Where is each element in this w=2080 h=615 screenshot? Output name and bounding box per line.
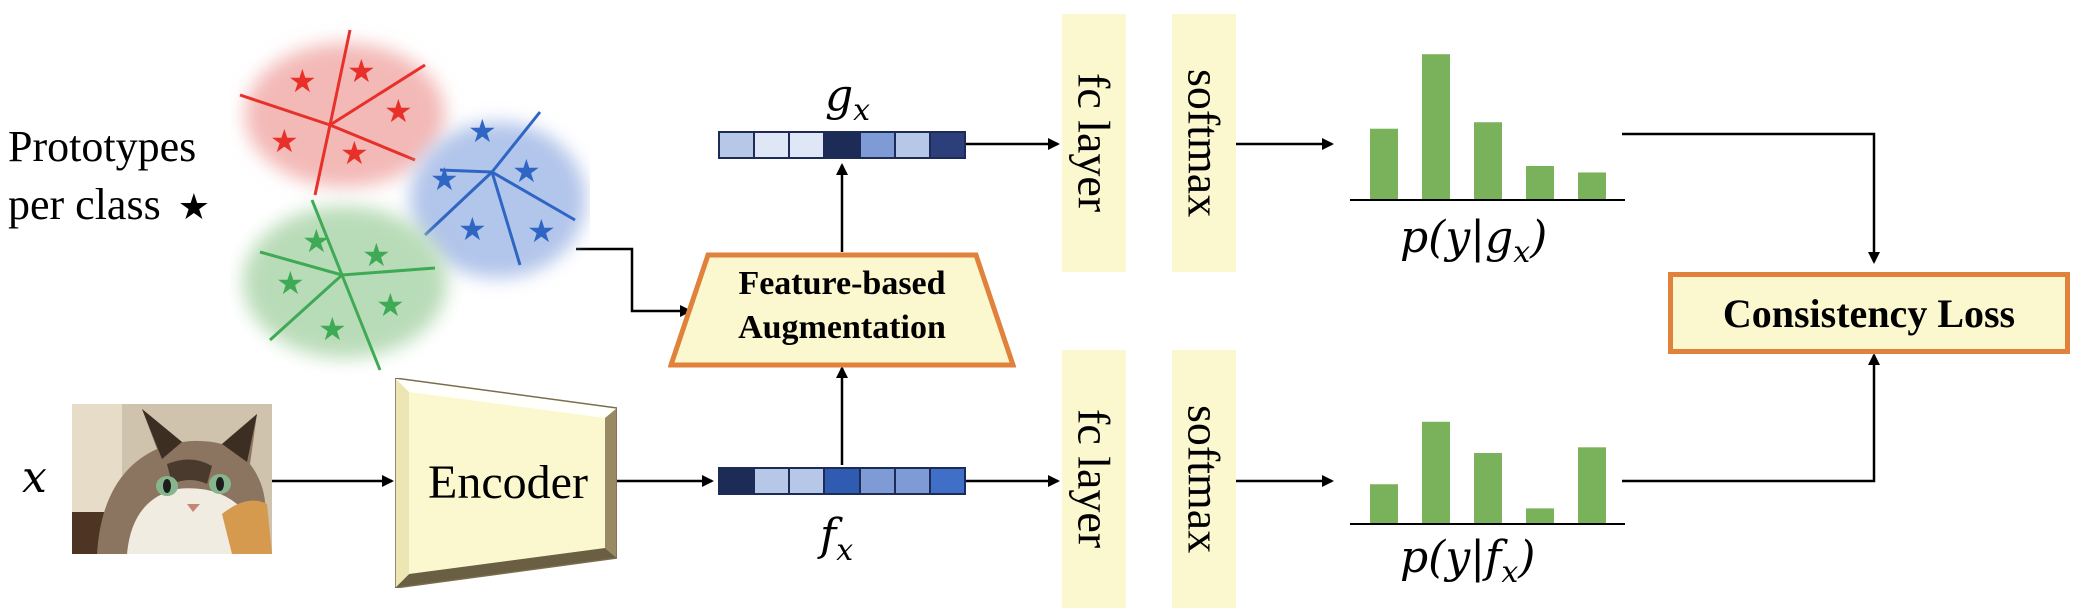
softmax-top: softmax (1172, 14, 1236, 272)
gx-vector-cell (755, 133, 791, 157)
pf-distribution-bar (1526, 508, 1554, 524)
green-star-icon: ★ (362, 236, 391, 274)
encoder-label: Encoder (428, 456, 588, 509)
gx-vector-cell (790, 133, 826, 157)
pf-label-close: ) (1518, 532, 1536, 583)
green-star-icon: ★ (376, 286, 405, 324)
pg-distribution-bar (1578, 172, 1606, 200)
pf-label-main: p(y|f (1400, 532, 1502, 583)
softmax-top-label: softmax (1178, 68, 1230, 218)
pf-distribution-bar (1422, 421, 1450, 524)
augmentation-label: Feature-based Augmentation (668, 262, 1016, 350)
gx-vector-cell (825, 133, 861, 157)
fx-vector-cell (825, 469, 861, 493)
red-cluster (239, 29, 445, 196)
blue-cluster (410, 111, 586, 278)
pg-label: p(y|gx) (1400, 212, 1547, 270)
pf-label-sub: x (1501, 554, 1519, 590)
pg-distribution-bar (1526, 165, 1554, 200)
gx-label-sub: x (853, 92, 871, 128)
fx-label-sub: x (836, 532, 854, 568)
fc-layer-bottom-label: fc layer (1068, 409, 1120, 549)
arrow-pg-to-loss (1622, 132, 1880, 264)
fx-vector-cell (720, 469, 756, 493)
blue-star-icon: ★ (458, 210, 487, 248)
blue-star-icon: ★ (512, 152, 541, 190)
pg-distribution-bar (1474, 122, 1502, 200)
pg-distribution (1350, 54, 1625, 201)
prototypes-label-line1: Prototypes (8, 122, 197, 171)
fx-feature-vector (718, 467, 966, 495)
fx-vector-cell (790, 469, 826, 493)
prototype-clusters (239, 29, 586, 371)
augmentation-label-line2: Augmentation (738, 309, 946, 346)
fx-vector-cell (860, 469, 896, 493)
green-cluster (243, 199, 447, 371)
augmentation-block (668, 252, 1016, 368)
cat-photo (72, 404, 272, 554)
green-star-icon: ★ (318, 310, 347, 348)
gx-vector-cell (895, 133, 931, 157)
prototypes-label-line2: per class ★ (8, 176, 210, 237)
red-star-icon: ★ (270, 122, 299, 160)
softmax-bottom: softmax (1172, 350, 1236, 608)
green-star-icon: ★ (302, 222, 331, 260)
encoder-block (395, 378, 617, 588)
fx-label: fx (820, 510, 853, 568)
fc-layer-bottom: fc layer (1062, 350, 1126, 608)
prototypes-label-text: per class (8, 180, 161, 229)
red-star-icon: ★ (288, 62, 317, 100)
fx-vector-cell (895, 469, 931, 493)
softmax-bottom-label: softmax (1178, 404, 1230, 554)
pf-distribution-bar (1578, 447, 1606, 524)
blue-star-icon: ★ (430, 160, 459, 198)
gx-vector-cell (720, 133, 756, 157)
green-star-icon: ★ (276, 264, 305, 302)
pg-label-close: ) (1530, 212, 1548, 263)
gx-label-main: g (825, 70, 854, 121)
augmentation-label-line1: Feature-based (738, 265, 946, 302)
black-star-icon: ★ (177, 187, 210, 228)
pg-label-sub: x (1513, 234, 1531, 270)
consistency-loss-label: Consistency Loss (1722, 290, 2016, 336)
arrow-prototypes-to-augmentation (576, 247, 692, 317)
pf-distribution-bar (1474, 453, 1502, 524)
pg-distribution-bar (1422, 54, 1450, 201)
red-star-icon: ★ (347, 52, 376, 90)
gx-feature-vector (718, 131, 966, 159)
pg-label-main: p(y|g (1400, 212, 1514, 263)
blue-star-icon: ★ (468, 112, 497, 150)
prototypes-label: Prototypes per class ★ (8, 118, 210, 237)
fx-vector-cell (755, 469, 791, 493)
fx-vector-cell (930, 469, 964, 493)
red-star-icon: ★ (384, 92, 413, 130)
fx-label-main: f (820, 510, 837, 561)
pf-distribution (1350, 421, 1625, 525)
gx-vector-cell (930, 133, 964, 157)
pg-distribution-bar (1370, 128, 1398, 200)
blue-star-icon: ★ (527, 212, 556, 250)
pf-label: p(y|fx) (1400, 532, 1535, 590)
fc-layer-top-label: fc layer (1068, 73, 1120, 213)
arrow-pf-to-loss (1622, 353, 1880, 483)
pf-distribution-bar (1370, 484, 1398, 524)
fc-layer-top: fc layer (1062, 14, 1126, 272)
gx-label: gx (825, 70, 870, 128)
gx-vector-cell (860, 133, 896, 157)
input-x-label: x (22, 452, 47, 503)
consistency-loss-box: Consistency Loss (1668, 272, 2070, 354)
red-star-icon: ★ (340, 134, 369, 172)
